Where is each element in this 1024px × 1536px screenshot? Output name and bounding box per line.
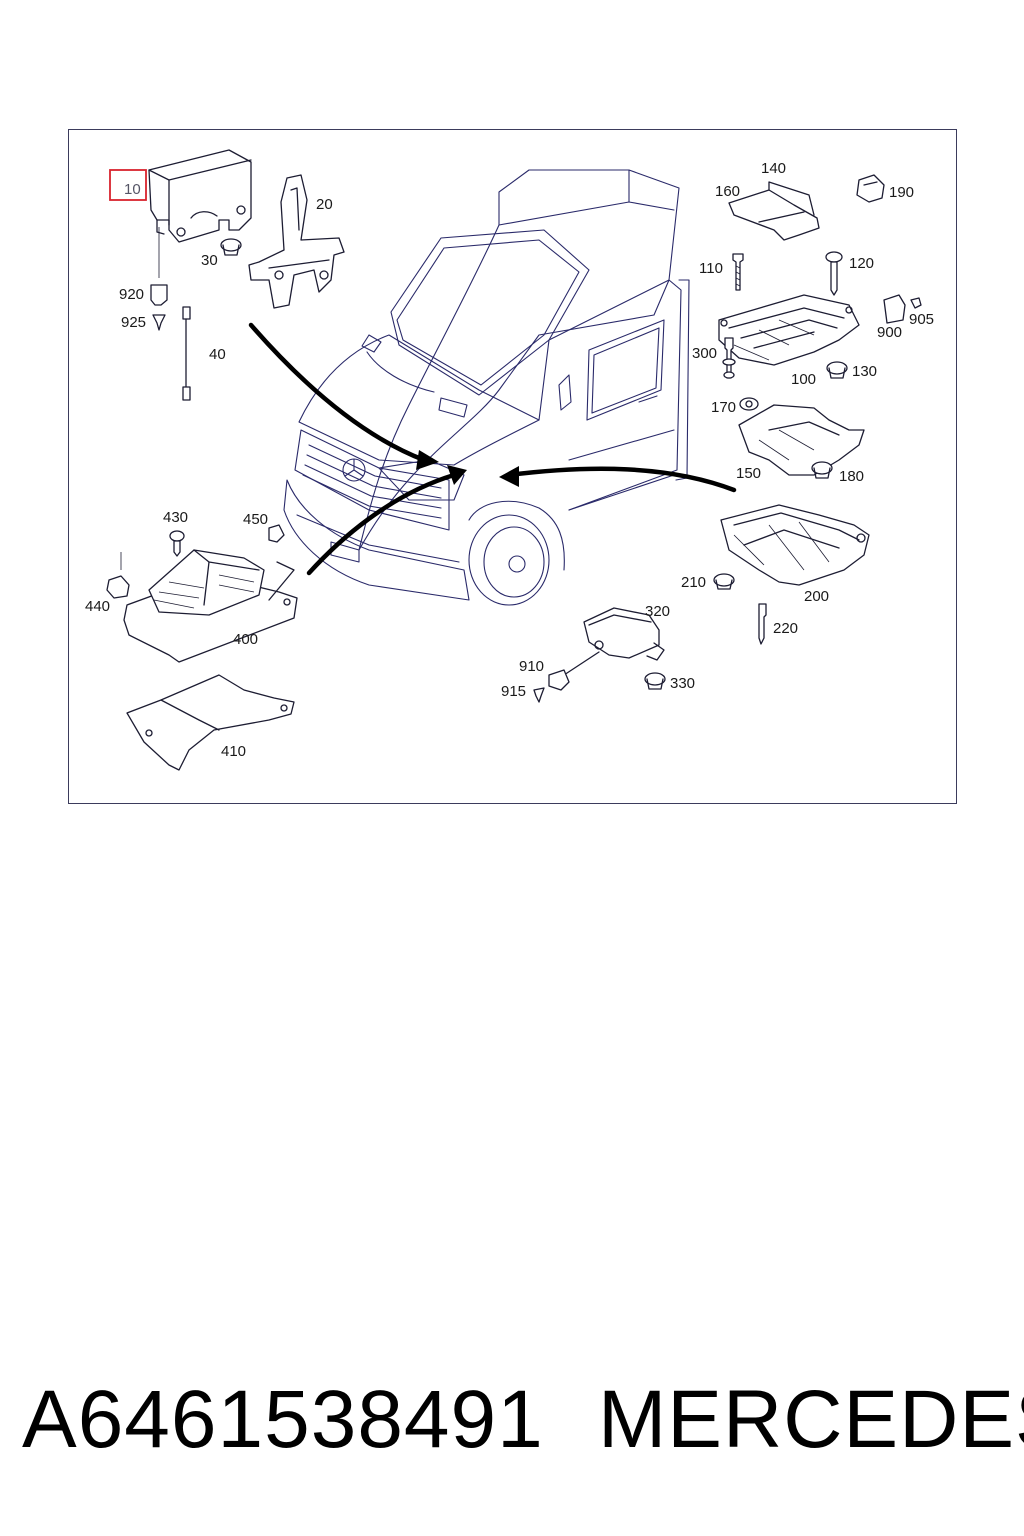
callout-210[interactable]: 210 <box>681 574 706 591</box>
callout-410[interactable]: 410 <box>221 743 246 760</box>
part-400-fuse-box[interactable] <box>123 549 298 663</box>
part-905-pin[interactable] <box>910 297 922 309</box>
callout-440[interactable]: 440 <box>85 598 110 615</box>
callout-30[interactable]: 30 <box>201 252 218 269</box>
callout-915[interactable]: 915 <box>501 683 526 700</box>
part-30-nut[interactable] <box>220 238 242 256</box>
callout-20[interactable]: 20 <box>316 196 333 213</box>
callout-10[interactable]: 10 <box>124 181 141 198</box>
brand-name: MERCEDES <box>598 1374 1024 1465</box>
part-920-connector[interactable] <box>150 284 168 306</box>
part-180-nut[interactable] <box>811 461 833 479</box>
callout-150[interactable]: 150 <box>736 465 761 482</box>
part-300-bolt[interactable] <box>722 337 736 379</box>
part-number: A6461538491 <box>22 1374 544 1465</box>
callout-160[interactable]: 160 <box>715 183 740 200</box>
callout-430[interactable]: 430 <box>163 509 188 526</box>
callout-450[interactable]: 450 <box>243 511 268 528</box>
part-410-bracket[interactable] <box>126 674 295 771</box>
callout-140[interactable]: 140 <box>761 160 786 177</box>
part-160-bracket[interactable] <box>728 181 820 241</box>
parts-diagram-frame: 10 30 920 925 40 20 140 160 19 <box>68 129 957 804</box>
part-910-connector[interactable] <box>548 669 570 691</box>
callout-170[interactable]: 170 <box>711 399 736 416</box>
part-925-pin[interactable] <box>152 314 166 331</box>
callout-10-highlight <box>109 169 147 201</box>
part-440-clip[interactable] <box>106 575 130 599</box>
part-110-bolt[interactable] <box>732 253 744 291</box>
part-210-nut[interactable] <box>713 573 735 590</box>
callout-300[interactable]: 300 <box>692 345 717 362</box>
callout-190[interactable]: 190 <box>889 184 914 201</box>
part-40-cable[interactable] <box>182 306 191 401</box>
part-900-connector[interactable] <box>883 294 906 324</box>
location-arrows <box>248 322 737 576</box>
part-450-nut[interactable] <box>268 524 285 543</box>
part-170-nut[interactable] <box>739 397 759 411</box>
footer: A6461538491 MERCEDES <box>0 1370 1024 1480</box>
part-150-cover[interactable] <box>738 404 865 476</box>
callout-180[interactable]: 180 <box>839 468 864 485</box>
part-130-nut[interactable] <box>826 361 848 379</box>
callout-110[interactable]: 110 <box>699 260 723 277</box>
callout-40[interactable]: 40 <box>209 346 226 363</box>
part-915-pin[interactable] <box>533 687 545 703</box>
callout-920[interactable]: 920 <box>119 286 144 303</box>
part-320-sensor[interactable] <box>583 607 665 661</box>
part-10-cover[interactable] <box>148 149 252 243</box>
callout-320[interactable]: 320 <box>645 603 670 620</box>
callout-925[interactable]: 925 <box>121 314 146 331</box>
callout-200[interactable]: 200 <box>804 588 829 605</box>
part-220-pin[interactable] <box>758 603 767 645</box>
callout-900[interactable]: 900 <box>877 324 902 341</box>
callout-100[interactable]: 100 <box>791 371 816 388</box>
part-100-module[interactable] <box>718 294 860 366</box>
callout-330[interactable]: 330 <box>670 675 695 692</box>
callout-130[interactable]: 130 <box>852 363 877 380</box>
callout-120[interactable]: 120 <box>849 255 874 272</box>
callout-220[interactable]: 220 <box>773 620 798 637</box>
part-190-clip[interactable] <box>856 174 885 203</box>
callout-400[interactable]: 400 <box>233 631 258 648</box>
part-200-housing[interactable] <box>720 504 870 586</box>
part-20-bracket[interactable] <box>248 174 345 309</box>
part-330-nut[interactable] <box>644 672 666 690</box>
part-120-screw[interactable] <box>825 251 843 296</box>
parts-diagram: 10 30 920 925 40 20 140 160 19 <box>85 149 934 771</box>
callout-910[interactable]: 910 <box>519 658 544 675</box>
callout-905[interactable]: 905 <box>909 311 934 328</box>
part-430-screw[interactable] <box>169 530 185 557</box>
